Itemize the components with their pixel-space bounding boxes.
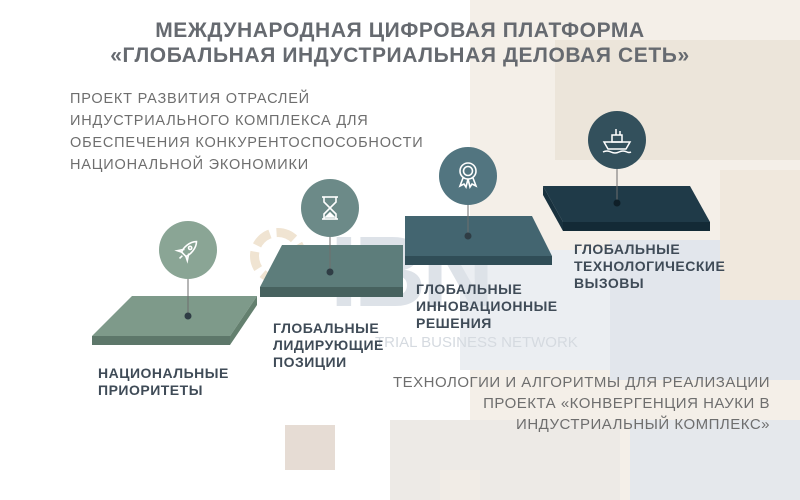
award-ribbon-icon: [458, 162, 478, 189]
watermark-tagline: TRIAL BUSINESS NETWORK: [375, 334, 578, 351]
rocket-icon: [174, 240, 198, 264]
bg-block: [390, 420, 620, 500]
step-1-platform: [92, 296, 257, 336]
bg-block: [285, 425, 335, 470]
step-4-badge: [588, 111, 646, 169]
bg-block: [630, 420, 800, 500]
bg-block: [440, 470, 480, 500]
step-4: [543, 111, 710, 231]
caption-text: ТЕХНОЛОГИИ И АЛГОРИТМЫ ДЛЯ РЕАЛИЗАЦИИ ПР…: [392, 374, 770, 433]
step-3: [405, 147, 552, 265]
step-1-label: НАЦИОНАЛЬНЫЕ ПРИОРИТЕТЫ: [98, 365, 229, 398]
step-3-platform: [405, 216, 552, 256]
step-2: [260, 179, 403, 297]
hourglass-icon: [322, 196, 338, 220]
step-2-label: ГЛОБАЛЬНЫЕ ЛИДИРУЮЩИЕ ПОЗИЦИИ: [273, 320, 384, 370]
step-4-label: ГЛОБАЛЬНЫЕ ТЕХНОЛОГИЧЕСКИЕ ВЫЗОВЫ: [574, 241, 726, 291]
bg-block: [720, 170, 800, 300]
step-3-label: ГЛОБАЛЬНЫЕ ИННОВАЦИОННЫЕ РЕШЕНИЯ: [416, 281, 558, 331]
bg-block: [460, 250, 610, 370]
page-subtitle: ПРОЕКТ РАЗВИТИЯ ОТРАСЛЕЙ ИНДУСТРИАЛЬНОГО…: [70, 91, 424, 173]
ship-icon: [602, 129, 632, 154]
step-1-badge: [159, 221, 217, 279]
step-4-platform: [543, 186, 710, 222]
step-2-platform: [260, 245, 403, 287]
step-1: [92, 221, 257, 345]
page-title: МЕЖДУНАРОДНАЯ ЦИФРОВАЯ ПЛАТФОРМА «ГЛОБАЛ…: [110, 19, 690, 67]
